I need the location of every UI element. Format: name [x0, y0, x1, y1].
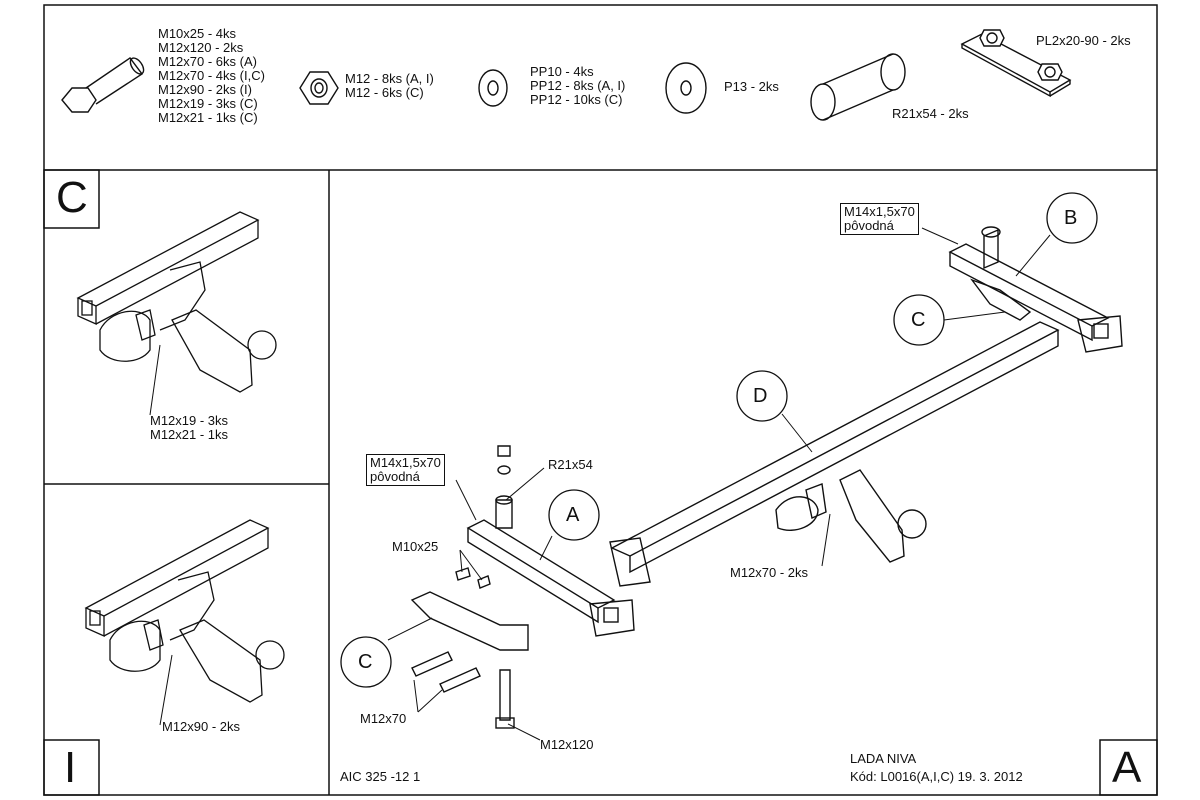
bolt-icon [61, 57, 145, 113]
original-bolt-label-right: M14x1,5x70 pôvodná [840, 203, 919, 235]
original-bolt-note: pôvodná [844, 218, 894, 233]
washer-list-item: PP12 - 8ks (A, I) [530, 78, 626, 93]
spacer-label: R21x54 - 2ks [892, 106, 969, 121]
callout-b-circle [1046, 192, 1098, 244]
bolt-list-item: M12x19 - 3ks (C) [158, 96, 258, 111]
bolt-list-item: M12x120 - 2ks [158, 40, 244, 55]
main-leaders [387, 227, 1051, 741]
bolt-list-item: M10x25 - 4ks [158, 26, 237, 41]
large-washer-label: P13 - 2ks [724, 79, 779, 94]
callout-c-left-circle [340, 636, 392, 688]
variant-letter-box [1099, 739, 1158, 796]
bolt-list-item: M12x90 - 2ks (I) [158, 82, 252, 97]
callout-a-letter: A [566, 504, 580, 526]
bolt-list: M10x25 - 4ks M12x120 - 2ks M12x70 - 6ks … [158, 27, 265, 125]
panel-c-label: M12x19 - 3ks [150, 413, 229, 428]
callout-d-circle [736, 370, 788, 422]
callout-d-letter: D [753, 385, 768, 407]
callout-a-circle [548, 489, 600, 541]
nut-list-item: M12 - 8ks (A, I) [345, 71, 434, 86]
nut-list: M12 - 8ks (A, I) M12 - 6ks (C) [345, 72, 434, 100]
callout-c-right-circle [893, 294, 945, 346]
washer-list-item: PP12 - 10ks (C) [530, 92, 623, 107]
panel-c-letter: C [56, 173, 88, 222]
panel-i-towbar [84, 519, 285, 703]
m12x70-right-label: M12x70 - 2ks [730, 565, 809, 580]
callout-c-left-letter: C [358, 651, 373, 673]
original-bolt-label-left: M14x1,5x70 pôvodná [366, 454, 445, 486]
nut-list-item: M12 - 6ks (C) [345, 85, 424, 100]
m10-callout-label: M10x25 [392, 539, 439, 554]
washer-icon [478, 69, 508, 107]
panel-i-letter: I [64, 743, 77, 792]
panel-c-leader [149, 344, 161, 416]
washer-list: PP10 - 4ks PP12 - 8ks (A, I) PP12 - 10ks… [530, 65, 625, 107]
m12x120-label: M12x120 [540, 737, 594, 752]
plate-label: PL2x20-90 - 2ks [1036, 33, 1131, 48]
m12x70-left-label: M12x70 [360, 711, 407, 726]
washer-list-item: PP10 - 4ks [530, 64, 594, 79]
variant-letter: A [1112, 743, 1142, 792]
original-bolt-size: M14x1,5x70 [370, 455, 441, 470]
bolt-list-item: M12x70 - 4ks (I,C) [158, 68, 265, 83]
panel-i-label: M12x90 - 2ks [162, 719, 241, 734]
panel-c-labels: M12x19 - 3ks M12x21 - 1ks [150, 414, 228, 442]
nut-icon [299, 71, 339, 105]
drawing-code: AIC 325 -12 1 [340, 769, 421, 784]
bolt-list-item: M12x70 - 6ks (A) [158, 54, 257, 69]
panel-i-letter-box [43, 739, 100, 796]
panel-c-label: M12x21 - 1ks [150, 427, 229, 442]
bolt-list-item: M12x21 - 1ks (C) [158, 110, 258, 125]
plate-icon [960, 29, 1072, 98]
spacer-callout-label: R21x54 [548, 457, 593, 472]
original-bolt-note: pôvodná [370, 469, 420, 484]
vehicle-model: LADA NIVA [850, 751, 917, 766]
outer-frame [43, 4, 1158, 796]
large-washer-icon [665, 62, 707, 114]
callout-c-right-letter: C [911, 309, 926, 331]
panel-c-letter-box [43, 169, 100, 229]
original-bolt-size: M14x1,5x70 [844, 204, 915, 219]
main-assembly [410, 226, 1123, 729]
product-code: Kód: L0016(A,I,C) 19. 3. 2012 [850, 769, 1023, 784]
panel-c-towbar [76, 211, 277, 393]
spacer-tube-icon [810, 53, 906, 121]
callout-b-letter: B [1064, 207, 1078, 229]
panel-i-leader [159, 654, 173, 726]
